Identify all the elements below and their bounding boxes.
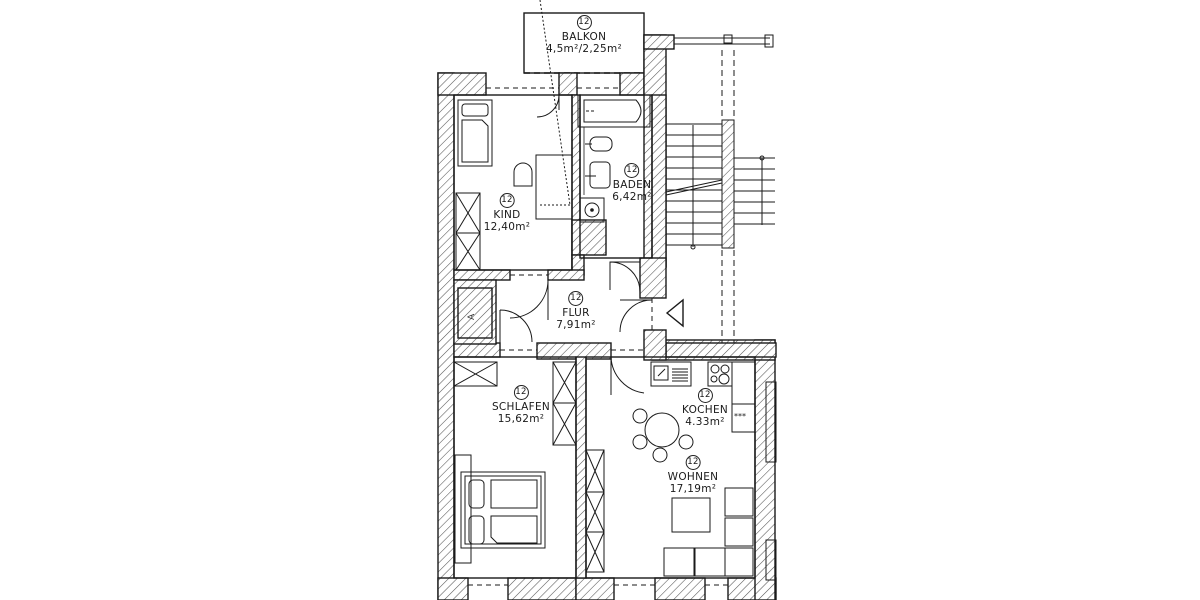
svg-text:A: A <box>467 313 477 320</box>
sofa-icon <box>663 487 754 577</box>
windows <box>468 87 728 586</box>
room-name: KIND <box>493 209 521 221</box>
wardrobe-icon <box>455 192 481 271</box>
toilet-icon <box>585 136 613 152</box>
unit-number-badge: 12 <box>576 15 592 30</box>
room-label-kochen: 12 KOCHEN 4.33m² <box>682 388 728 428</box>
wardrobe-icon <box>453 361 577 446</box>
room-area: 7,91m² <box>556 319 596 331</box>
room-name: KOCHEN <box>681 404 729 416</box>
dining-table-icon <box>632 408 694 463</box>
room-label-wohnen: 12 WOHNEN 17,19m² <box>668 455 719 495</box>
entrance-triangle-icon <box>665 298 684 328</box>
unit-number-badge: 12 <box>697 388 713 403</box>
room-label-schlafen: 12 SCHLAFEN 15,62m² <box>492 385 550 425</box>
room-name: BALKON <box>561 31 607 43</box>
room-area: 17,19m² <box>669 483 717 495</box>
fridge-icon: *** <box>731 361 756 433</box>
room-name: FLUR <box>562 307 590 319</box>
room-area: 15,62m² <box>497 413 545 425</box>
stove-icon <box>707 361 733 387</box>
kitchen-sink-icon <box>650 361 692 387</box>
room-area: 4,5m²/2,25m² <box>545 43 623 55</box>
staircase-icon <box>665 34 775 343</box>
room-label-kind: 12 KIND 12,40m² <box>484 193 531 233</box>
room-label-balkon: 12 BALKON 4,5m²/2,25m² <box>546 15 622 55</box>
room-name: BADEN <box>612 179 652 191</box>
room-area: 12,40m² <box>483 221 531 233</box>
bathtub-icon <box>577 94 651 128</box>
room-area: 6,42m² <box>612 191 652 203</box>
room-name: SCHLAFEN <box>491 401 551 413</box>
unit-number-badge: 12 <box>499 193 515 208</box>
doors <box>499 94 653 395</box>
unit-number-badge: 12 <box>568 291 584 306</box>
unit-number-badge: 12 <box>624 163 640 178</box>
washing-machine-icon <box>579 197 605 223</box>
room-label-baden: 12 BADEN 6,42m² <box>612 163 652 203</box>
double-bed-icon <box>454 454 546 564</box>
wardrobe-icon <box>585 449 605 573</box>
svg-text:***: *** <box>734 412 746 421</box>
desk-icon <box>513 0 573 220</box>
unit-number-badge: 12 <box>513 385 529 400</box>
single-bed-icon <box>457 99 493 167</box>
room-label-flur: 12 FLUR 7,91m² <box>556 291 596 331</box>
neighbour-unit <box>765 381 777 581</box>
sink-icon <box>585 161 611 189</box>
unit-number-badge: 12 <box>685 455 701 470</box>
shaft-icon: A <box>457 287 493 339</box>
room-area: 4.33m² <box>685 416 725 428</box>
room-name: WOHNEN <box>667 471 719 483</box>
